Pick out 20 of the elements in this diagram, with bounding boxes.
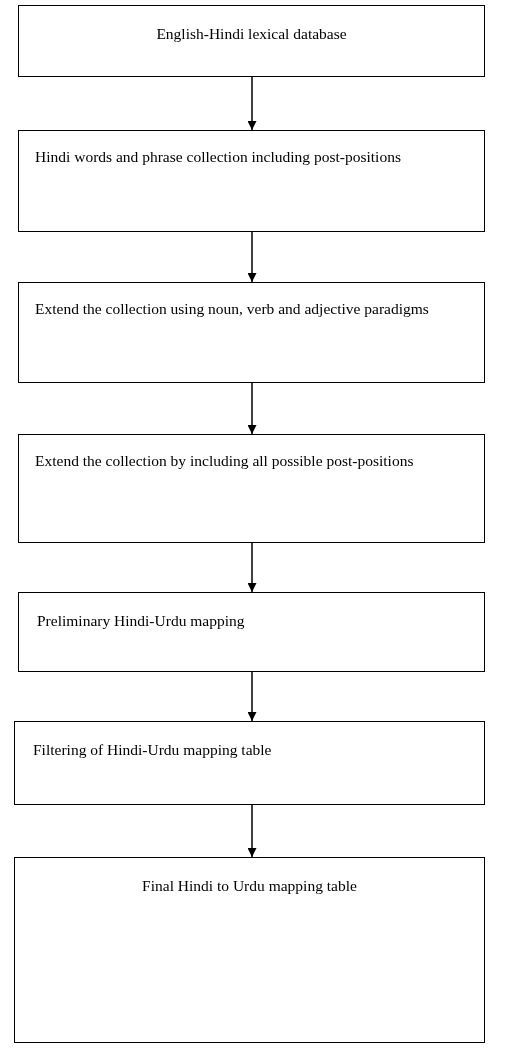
- process-box: [14, 857, 485, 1043]
- step-text: Filtering of Hindi-Urdu mapping table: [33, 741, 272, 758]
- arrow: [247, 382, 257, 435]
- arrow: [247, 542, 257, 593]
- step-text: Final Hindi to Urdu mapping table: [142, 877, 357, 894]
- step-text: Hindi words and phrase collection including post-positions: [35, 148, 401, 165]
- process-box: [18, 282, 485, 383]
- arrow: [247, 804, 257, 858]
- arrow: [247, 76, 257, 131]
- process-box: [18, 434, 485, 543]
- step-text: Extend the collection by including all possible post-positions: [35, 452, 414, 469]
- process-box: [18, 5, 485, 77]
- arrow: [247, 671, 257, 722]
- process-box: [18, 592, 485, 672]
- process-box: [14, 721, 485, 805]
- step-text: Extend the collection using noun, verb and adjective paradigms: [35, 300, 429, 317]
- arrow: [247, 231, 257, 283]
- step-text: Preliminary Hindi-Urdu mapping: [37, 612, 245, 629]
- step-text: English-Hindi lexical database: [156, 25, 347, 42]
- process-box: [18, 130, 485, 232]
